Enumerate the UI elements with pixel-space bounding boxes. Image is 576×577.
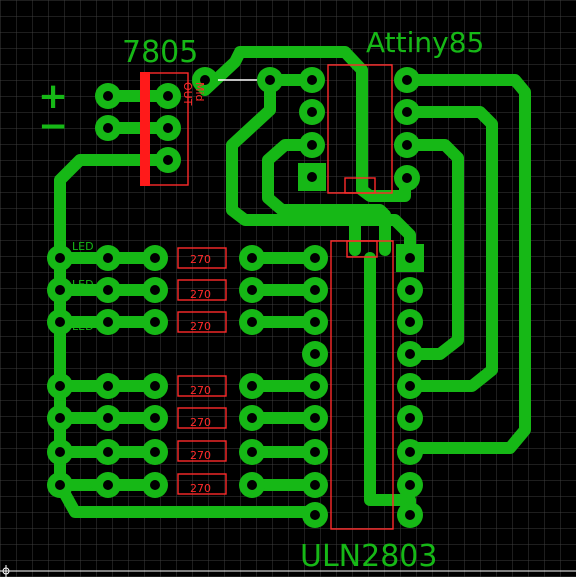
led-label: LED [72, 320, 94, 333]
resistor-value: 270 [190, 482, 211, 495]
plus-label: + [38, 76, 68, 117]
resistor-value: 270 [190, 449, 211, 462]
resistor-value: 270 [190, 320, 211, 333]
resistor-value: 270 [190, 384, 211, 397]
led-label: LED [72, 480, 94, 493]
minus-label: − [38, 106, 68, 147]
led-label: LED [72, 240, 94, 253]
mcu-label: Attiny85 [366, 26, 484, 59]
led-label: LED [72, 382, 94, 395]
silkscreen [147, 64, 394, 530]
resistor-value: 270 [190, 288, 211, 301]
origin-marker [0, 565, 576, 577]
driver-label: ULN2803 [300, 539, 437, 574]
resistor-value: 270 [190, 416, 211, 429]
resistor-value: 270 [190, 253, 211, 266]
attiny-notch [344, 177, 376, 194]
regulator-pin-label: MidOUT [181, 82, 206, 106]
led-label: LED [72, 448, 94, 461]
drill-holes [55, 75, 415, 520]
led-labels: LED LED LED LED LED LED LED [72, 240, 94, 493]
regulator-label: 7805 [122, 35, 198, 70]
regulator-heatsink [140, 72, 150, 186]
resistor-labels: 270 270 270 270 270 270 270 [190, 253, 211, 495]
uln-notch [346, 240, 378, 258]
led-label: LED [72, 278, 94, 291]
led-label: LED [72, 414, 94, 427]
